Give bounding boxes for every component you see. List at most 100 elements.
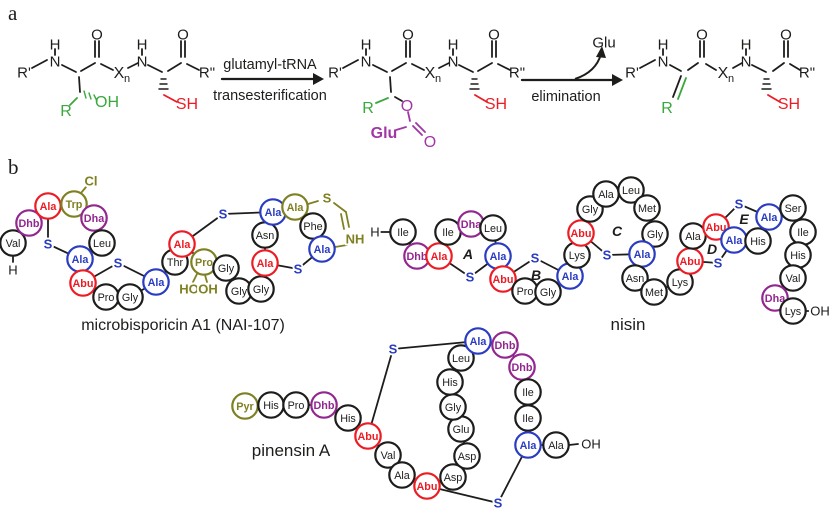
bond [672,75,682,98]
label-sh: SH [485,96,507,113]
residue-pro: Pro [190,248,218,276]
residue-asp: Asp [439,463,467,491]
bond [167,62,182,72]
residue-label: Pro [517,286,534,298]
residue-circle [0,229,27,257]
residue-ile: Ile [389,218,417,246]
bond [93,94,98,102]
residue-label: Ala [470,336,488,348]
bond [687,62,699,71]
bond [83,90,87,99]
residue-circle [489,265,517,293]
residue-label: Ala [634,249,652,261]
residue-circle [641,220,669,248]
residue-label: His [790,250,806,262]
bond [78,76,81,93]
residue-asn: Asn [621,264,649,292]
residue-abu: Abu [69,269,97,297]
substituent-bond [333,202,347,213]
residue-circle [116,283,144,311]
residue-ala: Ala [464,327,492,355]
label-b: B [531,267,541,283]
label-n: N [658,53,669,70]
residue-pro: Pro [282,391,310,419]
label-sh: SH [778,96,800,113]
residue-circle [447,344,475,372]
label-r: R [362,100,374,117]
residue-label: Met [645,287,663,299]
label-r-: R' [328,64,342,81]
residue-ala: Ala [66,245,94,273]
residue-circle [436,368,464,396]
residue-circle [374,441,402,469]
residue-circle [308,235,336,263]
substituent-bond [568,443,579,446]
label-r-: R" [199,64,215,81]
residue-circle [640,278,668,306]
label-x: X [114,65,125,82]
substituent-bond [345,211,350,228]
label-h: H [50,36,61,53]
residue-circle [282,391,310,419]
residue-phe: Phe [299,212,327,240]
residue-label: Ala [548,440,564,452]
residue-ala: Ala [679,222,707,250]
residue-label: Ala [431,251,449,263]
residue-circle [413,472,441,500]
label-oh: OH [95,94,119,111]
residue-label: His [340,413,356,425]
label-c: C [612,223,623,239]
substituent-bond [340,213,345,230]
residue-circle [491,331,519,359]
residue-dhb: Dhb [310,391,338,419]
arrow1-caption-top: glutamyl-tRNA [223,57,317,73]
residue-dha: Dha [761,284,789,312]
residue-label: Ala [394,470,410,482]
residue-circle [779,264,807,292]
residue-label: Ala [598,189,614,201]
residue-label: Val [786,273,801,285]
residue-label: Ile [397,227,408,239]
arrow1-caption-bottom: transesterification [213,88,327,104]
residue-ala: Ala [592,180,620,208]
bond [395,126,407,131]
residue-pro: Pro [511,277,539,305]
residue-lys: Lys [779,297,807,325]
residue-label: Ile [522,387,533,399]
residue-ala: Ala [34,192,62,220]
arrowhead [313,73,324,85]
sulfur-label: S [114,256,123,271]
bond [497,63,511,71]
residue-label: Gly [231,286,248,298]
residue-label: Abu [706,222,727,234]
bond [411,63,425,71]
residue-dhb: Dhb [508,353,536,381]
bond [186,63,200,71]
thioether-bond [367,348,394,437]
bond [163,94,178,103]
residue-label: Trp [66,199,83,211]
curved-arrow [574,53,602,80]
label-h: H [658,36,669,53]
glu-leaving-label: Glu [592,34,615,51]
label-r: R [661,100,673,117]
residue-circle [15,209,43,237]
residue-label: Ala [72,254,90,266]
residue-his: His [784,241,812,269]
residue-label: Gly [253,284,270,296]
residue-ala: Ala [542,431,570,459]
residue-asn: Asn [251,221,279,249]
residue-leu: Leu [479,214,507,242]
bond [705,63,717,71]
bond [438,62,450,69]
residue-circle [281,193,309,221]
peptide-name: microbisporicin A1 (NAI-107) [81,317,285,334]
label-h: H [137,36,148,53]
residue-gly: Gly [439,393,467,421]
bond [474,94,488,103]
residue-circle [479,214,507,242]
residue-dhb: Dhb [491,331,519,359]
bond [147,64,163,73]
bond [69,97,78,106]
